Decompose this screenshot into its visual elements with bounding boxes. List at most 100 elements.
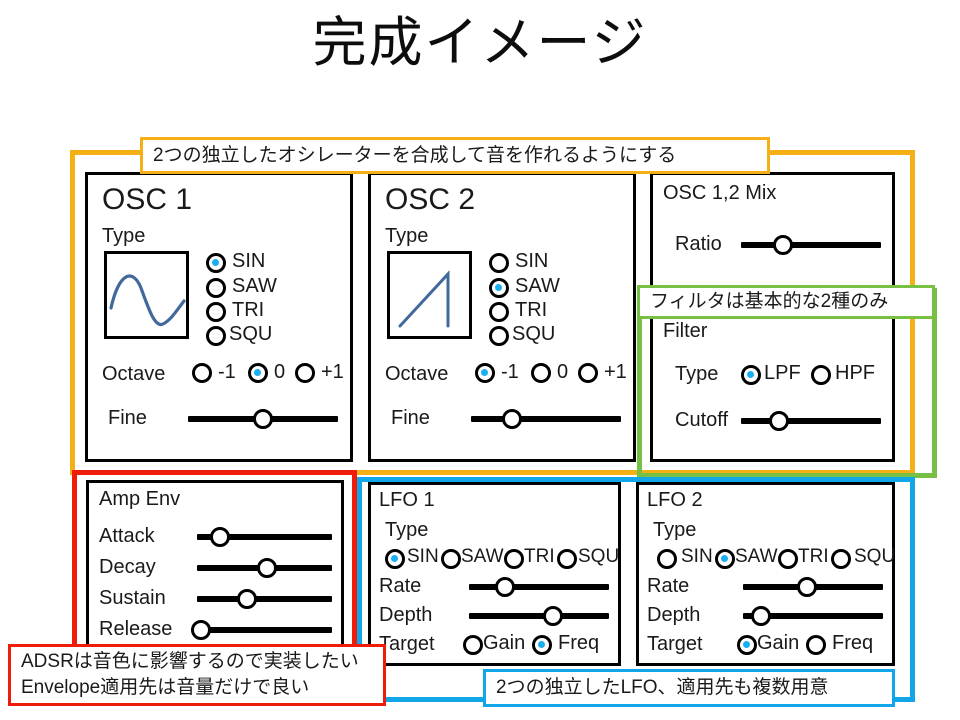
osc2-fine-label: Fine xyxy=(391,407,430,429)
osc2-type-label-squ: SQU xyxy=(512,323,556,345)
amp-decay-label: Decay xyxy=(99,556,156,578)
osc1-type-radio-saw[interactable] xyxy=(206,278,226,298)
lfo2-target-label: Target xyxy=(647,633,703,655)
slider-knob[interactable] xyxy=(501,409,522,429)
osc2-type-label-sin: SIN xyxy=(515,250,549,272)
lfo1-panel: LFO 1 Type SIN SAW TRI SQU Rate Depth Ta… xyxy=(368,482,621,666)
osc1-waveform-display xyxy=(104,251,189,339)
filter-group-note: フィルタは基本的な2種のみ xyxy=(637,285,935,319)
amp-attack-slider[interactable] xyxy=(197,527,332,547)
slider-knob[interactable] xyxy=(191,620,212,640)
lfo2-type-radio-saw[interactable] xyxy=(715,549,735,569)
osc1-type-label-saw: SAW xyxy=(232,275,277,297)
amp-attack-label: Attack xyxy=(99,525,155,547)
lfo2-type-radio-sin[interactable] xyxy=(657,549,677,569)
osc2-waveform-display xyxy=(387,251,472,339)
slider-knob[interactable] xyxy=(257,558,278,578)
osc2-octave-radio-plus1[interactable] xyxy=(578,363,598,383)
amp-sustain-label: Sustain xyxy=(99,587,166,609)
lfo1-target-radio-freq[interactable] xyxy=(532,635,552,655)
osc-group-note: 2つの独立したオシレーターを合成して音を作れるようにする xyxy=(140,137,770,174)
lfo1-type-radio-sin[interactable] xyxy=(385,549,405,569)
lfo1-target-radio-gain[interactable] xyxy=(463,635,483,655)
slider-track xyxy=(197,627,332,633)
amp-note-line1: ADSRは音色に影響するので実装したい xyxy=(21,651,359,673)
osc1-octave-radio-minus1[interactable] xyxy=(192,363,212,383)
osc1-type-radio-squ[interactable] xyxy=(206,326,226,346)
slider-knob[interactable] xyxy=(751,606,772,626)
osc1-fine-label: Fine xyxy=(108,407,147,429)
filter-panel: Filter Type LPF HPF Cutoff xyxy=(650,310,895,462)
osc2-type-radio-tri[interactable] xyxy=(489,302,509,322)
lfo1-rate-label: Rate xyxy=(379,575,422,597)
osc2-type-label: Type xyxy=(385,225,429,247)
osc2-octave-label-zero: 0 xyxy=(557,361,569,383)
lfo2-type-radio-tri[interactable] xyxy=(778,549,798,569)
slider-track xyxy=(741,242,881,248)
osc1-type-radio-tri[interactable] xyxy=(206,302,226,322)
lfo2-type-label-squ: SQU xyxy=(854,546,896,567)
slider-knob[interactable] xyxy=(253,409,273,429)
lfo1-rate-slider[interactable] xyxy=(469,577,609,597)
slider-knob[interactable] xyxy=(209,527,230,547)
lfo1-depth-slider[interactable] xyxy=(469,606,609,626)
slider-track xyxy=(741,418,881,424)
lfo1-type-radio-tri[interactable] xyxy=(504,549,524,569)
sine-wave-icon xyxy=(109,274,186,327)
osc2-fine-slider[interactable] xyxy=(471,409,621,429)
lfo1-target-label-freq: Freq xyxy=(558,632,600,654)
slider-knob[interactable] xyxy=(768,411,789,431)
lfo2-panel: LFO 2 Type SIN SAW TRI SQU Rate Depth Ta… xyxy=(636,482,895,666)
lfo2-target-radio-gain[interactable] xyxy=(737,635,757,655)
lfo1-depth-label: Depth xyxy=(379,604,433,626)
filter-type-label-hpf: HPF xyxy=(835,362,875,384)
lfo2-type-label-sin: SIN xyxy=(681,546,713,567)
osc1-fine-slider[interactable] xyxy=(188,409,338,429)
osc1-type-label-tri: TRI xyxy=(232,299,265,321)
slider-knob[interactable] xyxy=(773,235,793,255)
lfo1-title: LFO 1 xyxy=(379,489,435,511)
osc-mix-panel: OSC 1,2 Mix Ratio xyxy=(650,172,895,302)
filter-type-label: Type xyxy=(675,363,719,385)
osc2-octave-label: Octave xyxy=(385,363,449,385)
osc2-type-radio-squ[interactable] xyxy=(489,326,509,346)
filter-type-radio-hpf[interactable] xyxy=(811,365,831,385)
lfo2-type-radio-squ[interactable] xyxy=(831,549,851,569)
slider-knob[interactable] xyxy=(236,589,257,609)
filter-title: Filter xyxy=(663,320,708,342)
lfo1-type-label-saw: SAW xyxy=(461,546,504,567)
mix-ratio-label: Ratio xyxy=(675,233,722,255)
amp-release-slider[interactable] xyxy=(191,620,332,640)
lfo2-target-label-gain: Gain xyxy=(757,632,800,654)
filter-cutoff-slider[interactable] xyxy=(741,411,881,431)
osc2-type-radio-saw[interactable] xyxy=(489,278,509,298)
lfo2-type-label: Type xyxy=(653,519,697,541)
lfo1-type-radio-saw[interactable] xyxy=(441,549,461,569)
filter-type-radio-lpf[interactable] xyxy=(741,365,761,385)
lfo1-type-label-tri: TRI xyxy=(524,546,555,567)
lfo2-target-radio-freq[interactable] xyxy=(806,635,826,655)
slider-knob[interactable] xyxy=(543,606,563,626)
osc2-octave-label-minus1: -1 xyxy=(501,361,519,383)
mix-ratio-slider[interactable] xyxy=(741,235,881,255)
osc2-type-radio-sin[interactable] xyxy=(489,253,509,273)
osc2-octave-radio-zero[interactable] xyxy=(531,363,551,383)
osc2-type-label-saw: SAW xyxy=(515,275,560,297)
lfo1-type-radio-squ[interactable] xyxy=(557,549,577,569)
slider-knob[interactable] xyxy=(495,577,516,597)
osc2-octave-radio-minus1[interactable] xyxy=(475,363,495,383)
lfo-group-note: 2つの独立したLFO、適用先も複数用意 xyxy=(483,669,895,707)
lfo2-rate-slider[interactable] xyxy=(743,577,883,597)
osc1-type-radio-sin[interactable] xyxy=(206,253,226,273)
slider-track xyxy=(469,584,609,590)
slider-track xyxy=(469,613,609,619)
slider-track xyxy=(471,416,621,422)
osc1-octave-label-plus1: +1 xyxy=(321,361,344,383)
osc1-octave-label-zero: 0 xyxy=(274,361,286,383)
amp-sustain-slider[interactable] xyxy=(197,589,332,609)
amp-decay-slider[interactable] xyxy=(197,558,332,578)
osc1-octave-radio-plus1[interactable] xyxy=(295,363,315,383)
slider-knob[interactable] xyxy=(797,577,818,597)
lfo2-depth-slider[interactable] xyxy=(743,606,883,626)
osc1-octave-radio-zero[interactable] xyxy=(248,363,268,383)
